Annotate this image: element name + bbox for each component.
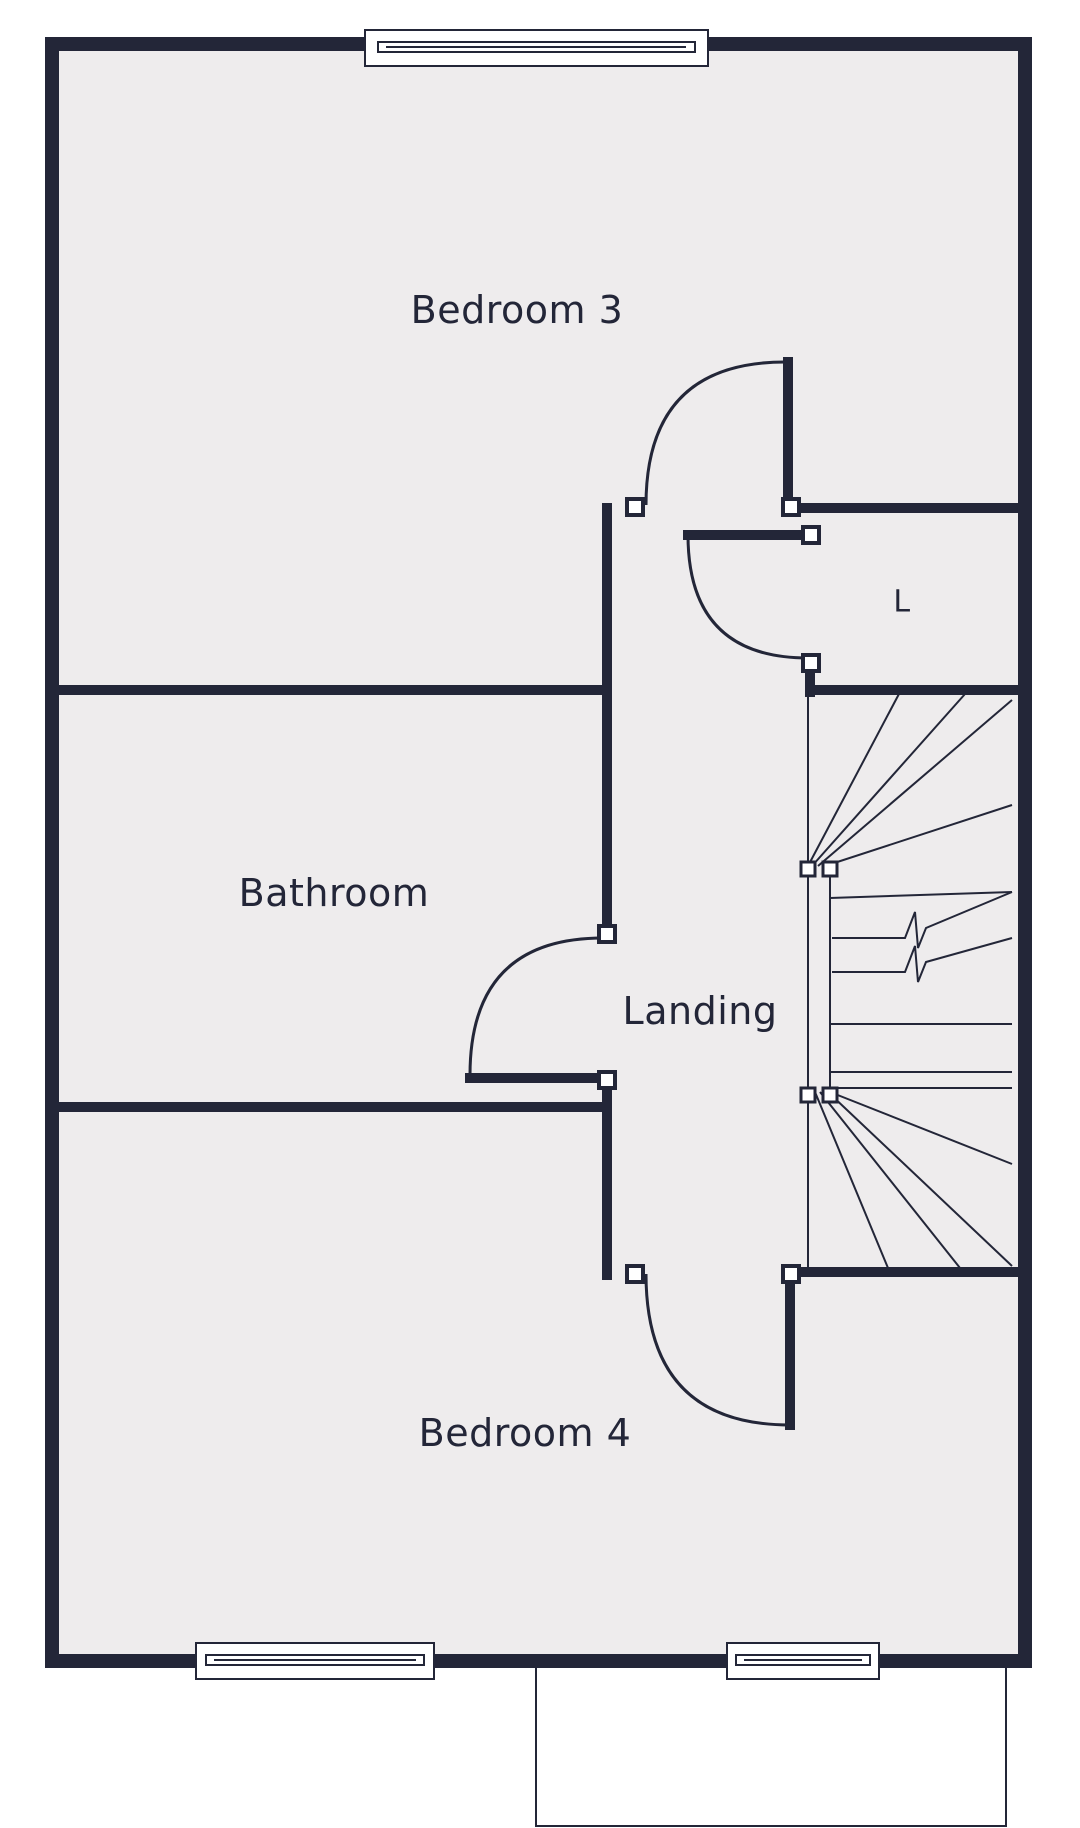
window-top [364,29,709,67]
staircase [799,690,1013,1272]
floor-area [58,49,1020,1656]
balcony-outline [535,1660,1007,1827]
windows [195,29,880,1680]
door-swings [468,360,809,1427]
room-label-landing: Landing [622,989,778,1033]
door-hinges [597,497,821,1284]
room-label-bedroom-4: Bedroom 4 [418,1411,632,1455]
window-bottom-left [195,1642,435,1680]
room-label-l: L [893,584,911,620]
window-bottom-right [726,1642,880,1680]
room-label-bathroom: Bathroom [238,871,430,915]
room-label-bedroom-3: Bedroom 3 [410,288,624,332]
